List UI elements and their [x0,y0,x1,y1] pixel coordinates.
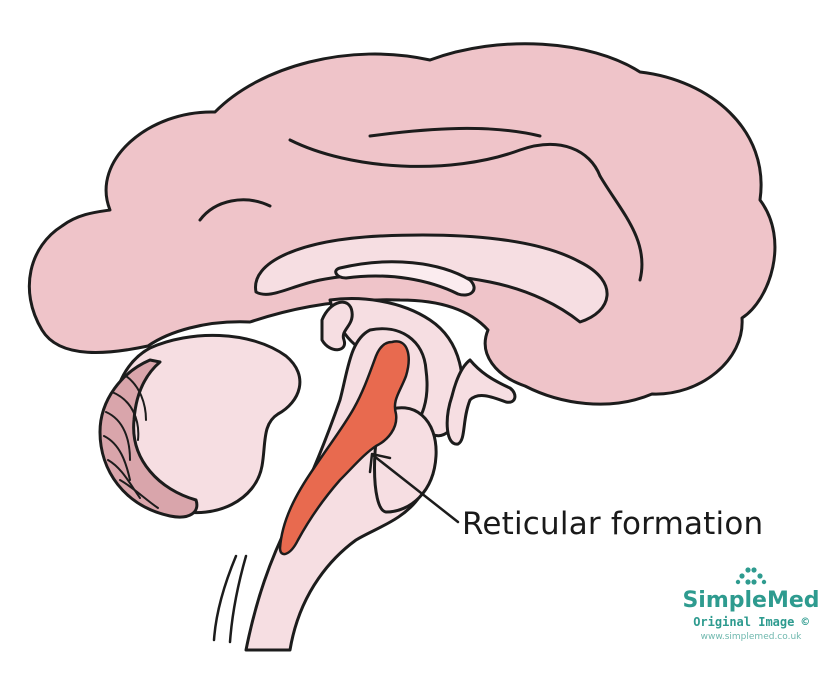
fornix [334,260,476,297]
brand-name: SimpleMed [682,588,820,613]
reticular-formation-label: Reticular formation [462,506,764,542]
sulcus-line [598,174,644,282]
pineal-region [320,300,354,352]
brand-url: www.simplemed.co.uk [700,632,802,642]
simplemed-logo-icon [735,567,767,585]
pituitary-stalk [445,358,517,446]
simplemed-branding: SimpleMed Original Image © www.simplemed… [676,566,826,644]
spinal-cord-cut [228,554,248,644]
arrow-head [368,452,392,474]
sulcus-line [288,138,602,178]
sulcus-line [198,198,272,222]
brand-subtitle: Original Image © [693,615,809,629]
folia-stripes [103,375,159,509]
sulcus-line [368,126,542,138]
label-pointer [372,454,460,524]
spinal-cord-cut [212,554,238,642]
reticular-formation [278,340,410,556]
